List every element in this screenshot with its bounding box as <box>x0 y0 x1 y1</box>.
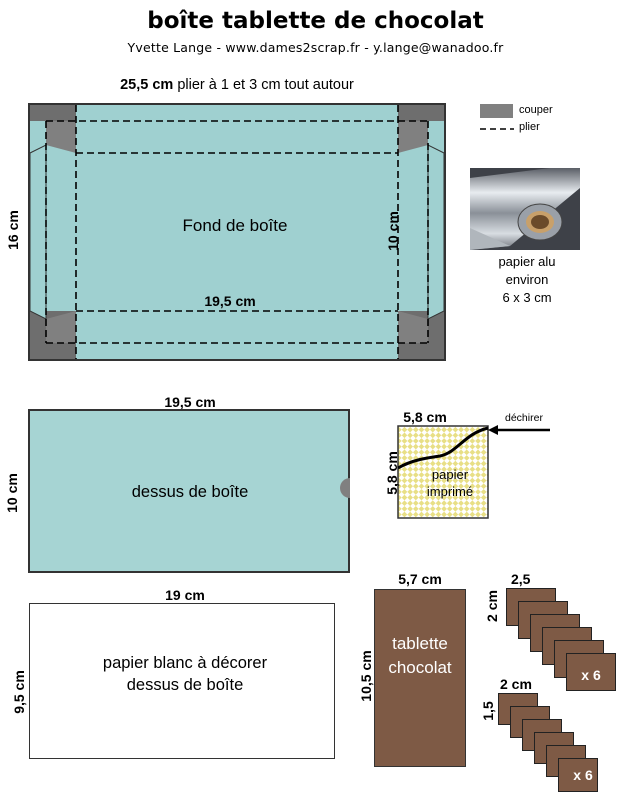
chocolate-height-label: 10,5 cm <box>358 650 374 702</box>
chocolate-line2: chocolat <box>388 658 452 677</box>
cut-legend-label: couper <box>519 104 553 116</box>
chocolate-line1: tablette <box>392 634 448 653</box>
printed-paper-caption: papier imprimé <box>410 466 490 500</box>
printed-caption-line2: imprimé <box>426 484 474 499</box>
squares-b-height-label: 1,5 <box>480 701 496 721</box>
chocolate-caption: tablette chocolat <box>374 632 466 680</box>
base-inner-height-label: 10 cm <box>385 211 401 251</box>
fold-swatch <box>480 128 514 130</box>
foil-caption-line2: environ <box>505 272 549 287</box>
cut-corner-tl-a <box>46 121 76 153</box>
cut-corner-tl-b <box>30 105 76 121</box>
base-width-value: 25,5 cm <box>120 77 174 93</box>
author-line: Yvette Lange - www.dames2scrap.fr - y.la… <box>127 40 504 55</box>
page-title: boîte tablette de chocolat <box>147 8 484 34</box>
base-width-annotation: 25,5 cm plier à 1 et 3 cm tout autour <box>0 77 474 93</box>
white-paper-panel <box>29 603 335 759</box>
foil-roll-image <box>470 168 580 250</box>
cut-corner-tr-b <box>398 105 444 121</box>
printed-paper-square <box>397 425 550 519</box>
lid-notch <box>340 478 350 498</box>
cut-corner-bl-a <box>46 311 76 343</box>
base-inner-width-label: 19,5 cm <box>204 293 256 309</box>
foil-caption: papier alu environ 6 x 3 cm <box>478 253 576 307</box>
base-fold-note: plier à 1 et 3 cm tout autour <box>177 77 354 93</box>
white-paper-width-label: 19 cm <box>165 587 205 603</box>
white-paper-height-label: 9,5 cm <box>11 670 27 714</box>
lid-panel <box>28 409 350 573</box>
cut-corner-br-a <box>398 311 428 343</box>
white-paper-line1: papier blanc à décorer <box>102 654 268 672</box>
base-center-label: Fond de boîte <box>182 216 288 235</box>
squares-b-count: x 6 <box>573 767 593 783</box>
chocolate-bar <box>374 589 466 767</box>
box-base-panel <box>28 103 446 361</box>
squares-a-height-label: 2 cm <box>484 590 500 622</box>
cut-corner-tr-a <box>398 121 428 153</box>
cut-swatch <box>480 104 513 118</box>
white-paper-caption: papier blanc à décorer dessus de boîte <box>60 652 310 696</box>
lid-width-label: 19,5 cm <box>164 394 216 410</box>
foil-caption-line1: papier alu <box>498 254 556 269</box>
base-height-label: 16 cm <box>5 210 21 250</box>
printed-width-label: 5,8 cm <box>403 409 447 425</box>
squares-b-width-label: 2 cm <box>500 676 532 692</box>
printed-height-label: 5,8 cm <box>384 451 400 495</box>
squares-a-count: x 6 <box>581 667 601 683</box>
chocolate-width-label: 5,7 cm <box>398 571 442 587</box>
box-base-foldlines <box>29 105 445 359</box>
white-paper-line2: dessus de boîte <box>126 676 244 694</box>
foil-caption-line3: 6 x 3 cm <box>502 290 552 305</box>
squares-a-width-label: 2,5 <box>511 571 531 587</box>
square-b-6 <box>558 758 598 792</box>
printed-caption-line1: papier <box>431 467 469 482</box>
tear-label: déchirer <box>505 412 543 424</box>
fold-legend-label: plier <box>519 121 540 133</box>
lid-center-label: dessus de boîte <box>131 483 249 501</box>
lid-height-label: 10 cm <box>4 473 20 513</box>
square-a-6 <box>566 653 616 691</box>
